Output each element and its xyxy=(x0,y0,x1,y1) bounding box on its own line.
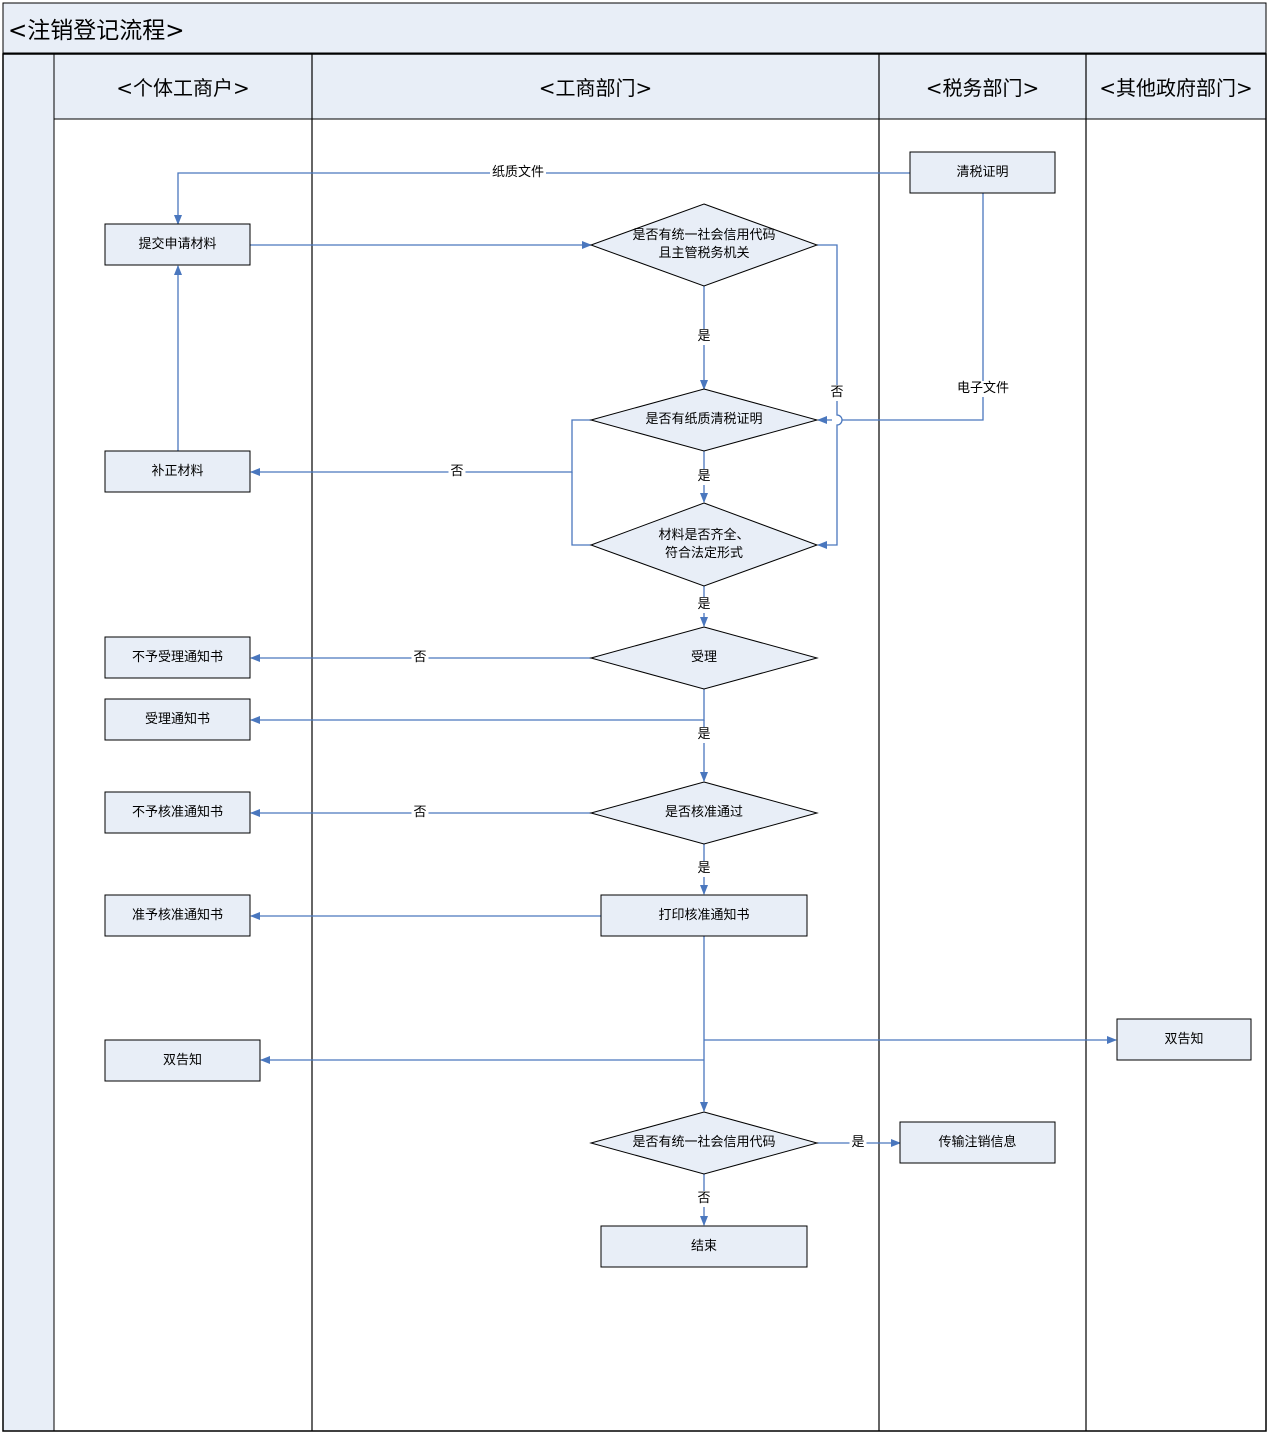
node-not-accept-notice xyxy=(104,636,251,679)
edge-electronic-document xyxy=(818,193,984,420)
edge-credit-check-no xyxy=(817,244,843,549)
edge-label-no-6: 否 xyxy=(695,1191,713,1207)
edge-label-yes-6: 是 xyxy=(849,1135,867,1151)
node-check-credit-code xyxy=(589,1111,819,1175)
edge-label-yes-2: 是 xyxy=(695,469,713,485)
node-submit-materials xyxy=(104,223,251,266)
edge-accept-to-notice xyxy=(250,689,705,724)
node-print-approval-notice xyxy=(600,894,808,937)
edge-label-yes-4: 是 xyxy=(695,727,713,743)
edge-label-no-1: 否 xyxy=(828,385,846,401)
node-transmit-info xyxy=(899,1121,1056,1164)
node-approve-notice xyxy=(104,894,251,937)
node-accept xyxy=(589,626,819,690)
edge-label-paper-document: 纸质文件 xyxy=(489,165,547,181)
node-check-paper-clearance xyxy=(589,388,819,452)
node-accept-notice xyxy=(104,698,251,741)
lane-title-tax: <税务部门> xyxy=(925,76,1040,100)
edge-label-no-3: 否 xyxy=(411,650,429,666)
edge-label-electronic-document: 电子文件 xyxy=(954,381,1012,397)
lane-title-industry: <工商部门> xyxy=(538,76,653,100)
node-dual-notice-individual xyxy=(104,1039,261,1082)
edge-label-yes-1: 是 xyxy=(695,329,713,345)
lane-title-other: <其他政府部门> xyxy=(1099,76,1253,100)
node-not-approve-notice xyxy=(104,791,251,834)
edge-label-yes-5: 是 xyxy=(695,861,713,877)
node-check-materials-complete xyxy=(589,502,819,587)
node-check-approved xyxy=(589,781,819,845)
edge-label-no-2: 否 xyxy=(448,464,466,480)
lane-header-band xyxy=(53,53,1267,120)
title-bar xyxy=(2,2,1267,54)
edge-label-yes-3: 是 xyxy=(695,597,713,613)
node-tax-clearance xyxy=(909,151,1056,194)
edge-label-no-4: 否 xyxy=(411,805,429,821)
node-dual-notice-other xyxy=(1116,1018,1252,1061)
lane-title-individual: <个体工商户> xyxy=(116,76,250,100)
diagram-outer-border xyxy=(2,53,1267,1432)
edge-paper-check-no xyxy=(250,419,591,476)
node-supplement-materials xyxy=(104,450,251,493)
node-check-credit-code-tax xyxy=(589,203,819,287)
edge-materials-check-no xyxy=(571,472,591,546)
edge-tax-clearance-to-submit xyxy=(174,172,910,225)
node-end xyxy=(600,1225,808,1268)
page-title: <注销登记流程> xyxy=(8,18,185,44)
side-band xyxy=(2,53,55,1432)
